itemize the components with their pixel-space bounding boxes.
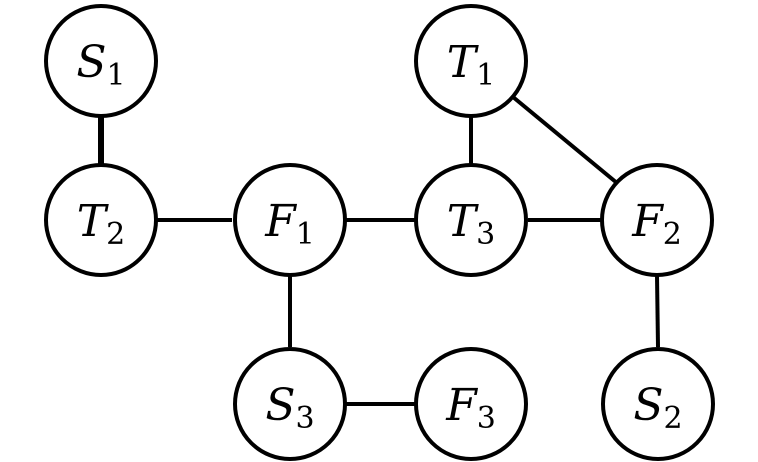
node-S1: S1 — [44, 4, 158, 118]
node-S3: S3 — [233, 347, 347, 461]
svg-text:S3: S3 — [265, 380, 314, 436]
node-S2: S2 — [601, 347, 715, 461]
node-F3: F3 — [414, 347, 528, 461]
node-F1: F1 — [233, 163, 347, 277]
node-F2: F2 — [600, 163, 714, 277]
svg-text:S1: S1 — [76, 37, 125, 93]
edge-T1-F2 — [511, 95, 619, 185]
svg-text:S2: S2 — [633, 380, 682, 436]
edge-F2-S2 — [655, 275, 660, 348]
node-T1: T1 — [414, 4, 528, 118]
svg-text:F3: F3 — [445, 380, 496, 436]
svg-text:T3: T3 — [447, 196, 495, 252]
node-T3: T3 — [414, 163, 528, 277]
svg-text:T2: T2 — [77, 196, 125, 252]
svg-text:F2: F2 — [631, 196, 682, 252]
svg-text:T1: T1 — [447, 37, 495, 93]
svg-text:F1: F1 — [264, 196, 315, 252]
node-T2: T2 — [44, 163, 158, 277]
